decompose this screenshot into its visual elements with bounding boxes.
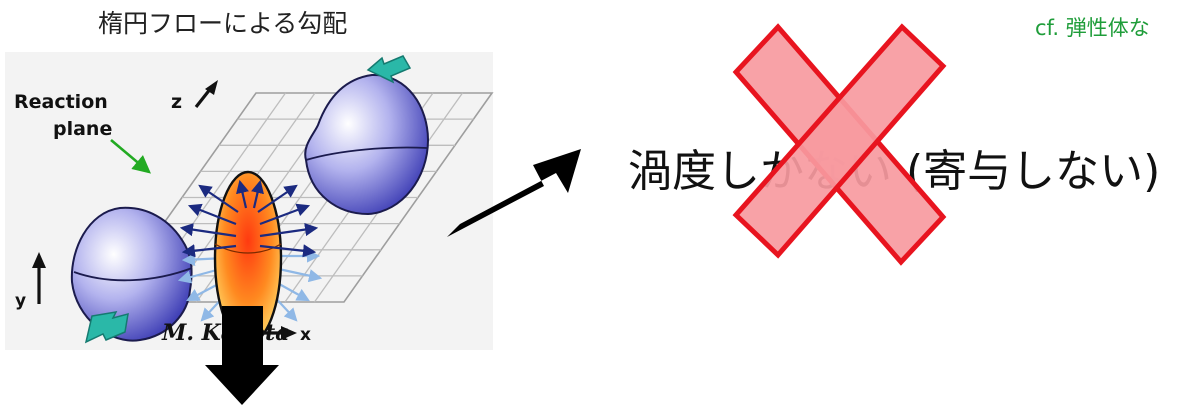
teal-direction-arrow-top xyxy=(366,55,412,84)
x-axis xyxy=(262,326,297,340)
right-arrow xyxy=(447,149,581,237)
y-axis xyxy=(32,252,46,304)
down-arrow xyxy=(205,306,279,405)
teal-direction-arrow-bottom xyxy=(84,311,129,344)
flow-arrows-dark xyxy=(179,179,319,258)
diagram-title: 楕円フローによる勾配 xyxy=(98,9,348,38)
cf-note: cf. 弾性体な xyxy=(1035,16,1150,40)
z-axis xyxy=(194,80,218,108)
reaction-plane-label-line2: plane xyxy=(53,118,112,140)
x-axis-label: x xyxy=(300,325,311,345)
red-cross-mark xyxy=(732,23,947,266)
nucleus-sphere-right xyxy=(304,73,430,216)
reaction-plane-pointer xyxy=(110,139,151,174)
z-axis-label: z xyxy=(171,91,182,113)
reaction-plane-label-line1: Reaction xyxy=(14,91,108,113)
y-axis-label: y xyxy=(15,291,26,311)
